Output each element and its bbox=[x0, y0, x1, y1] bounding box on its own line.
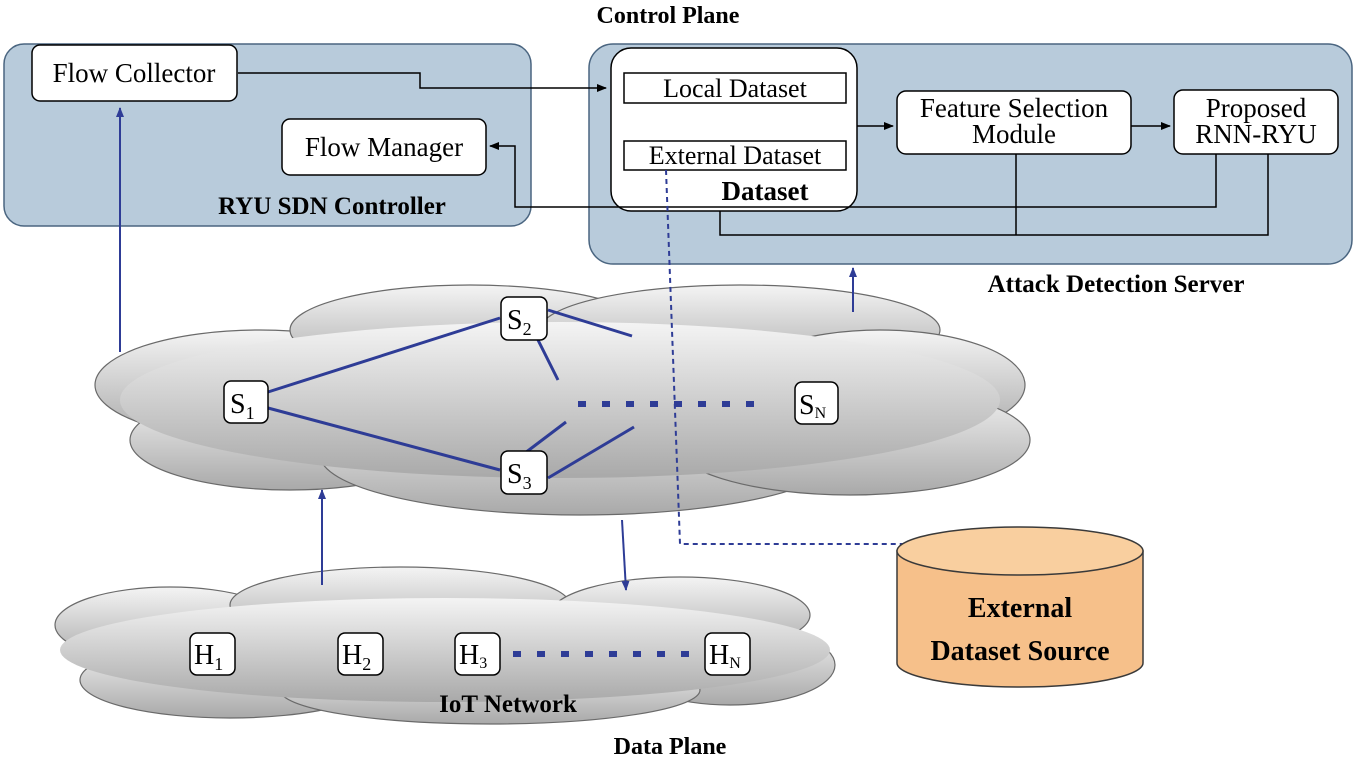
svg-text:S3: S3 bbox=[507, 459, 532, 493]
host-h3: H3 bbox=[454, 632, 501, 676]
external-dataset-box bbox=[623, 140, 847, 171]
feature-selection-box bbox=[896, 90, 1132, 155]
host-h2: H2 bbox=[337, 632, 384, 676]
dataset-title: Dataset bbox=[722, 176, 809, 206]
model-to-flowmanager-arrow bbox=[489, 142, 1217, 208]
external-source-dashed-link bbox=[665, 169, 930, 545]
svg-text:H3: H3 bbox=[459, 640, 487, 672]
proposed-model-label-line1: Proposed bbox=[1206, 93, 1307, 123]
host-hn: HN bbox=[704, 632, 751, 676]
switch-sn: SN bbox=[794, 381, 839, 425]
controller-label: RYU SDN Controller bbox=[218, 193, 446, 220]
svg-text:S1: S1 bbox=[230, 389, 255, 423]
external-source-cylinder bbox=[896, 526, 1144, 688]
switch-links bbox=[267, 308, 635, 480]
svg-text:SN: SN bbox=[799, 390, 827, 422]
collector-to-dataset-arrow bbox=[238, 72, 607, 92]
feature-selection-label-line2: Module bbox=[972, 119, 1056, 149]
svg-text:HN: HN bbox=[709, 640, 741, 672]
switch-s1: S1 bbox=[223, 380, 269, 424]
iot-cloud bbox=[54, 566, 836, 725]
host-h1: H1 bbox=[189, 632, 236, 676]
svg-text:S2: S2 bbox=[507, 305, 532, 339]
host-ellipsis bbox=[513, 651, 689, 657]
flow-collector-box bbox=[31, 44, 238, 102]
svg-text:H2: H2 bbox=[342, 640, 371, 674]
switches-to-iot-arrow bbox=[621, 519, 630, 591]
data-plane-title: Data Plane bbox=[614, 734, 727, 760]
switch-s3: S3 bbox=[500, 450, 548, 495]
switch-ellipsis bbox=[578, 401, 754, 407]
switch-cloud bbox=[94, 284, 1031, 516]
control-connectors bbox=[238, 72, 1269, 236]
flow-manager-box bbox=[281, 118, 487, 176]
server-label: Attack Detection Server bbox=[988, 271, 1245, 298]
proposed-model-label-line2: RNN-RYU bbox=[1195, 119, 1317, 149]
external-source-label-line1: External bbox=[968, 593, 1072, 624]
control-plane-title: Control Plane bbox=[597, 3, 740, 29]
local-dataset-label: Local Dataset bbox=[663, 74, 807, 103]
local-dataset-box bbox=[623, 72, 847, 104]
svg-text:H1: H1 bbox=[194, 640, 223, 674]
model-to-dataset-loop bbox=[719, 154, 1269, 236]
flow-manager-label: Flow Manager bbox=[305, 132, 463, 162]
data-plane-arrows bbox=[116, 107, 857, 591]
flow-collector-label: Flow Collector bbox=[53, 58, 216, 88]
external-source-label-line2: Dataset Source bbox=[930, 636, 1109, 667]
feature-selection-label-line1: Feature Selection bbox=[920, 93, 1109, 123]
iot-network-label: IoT Network bbox=[439, 691, 577, 718]
proposed-model-box bbox=[1173, 89, 1339, 155]
switch-s2: S2 bbox=[500, 296, 548, 341]
external-dataset-label: External Dataset bbox=[649, 141, 822, 170]
